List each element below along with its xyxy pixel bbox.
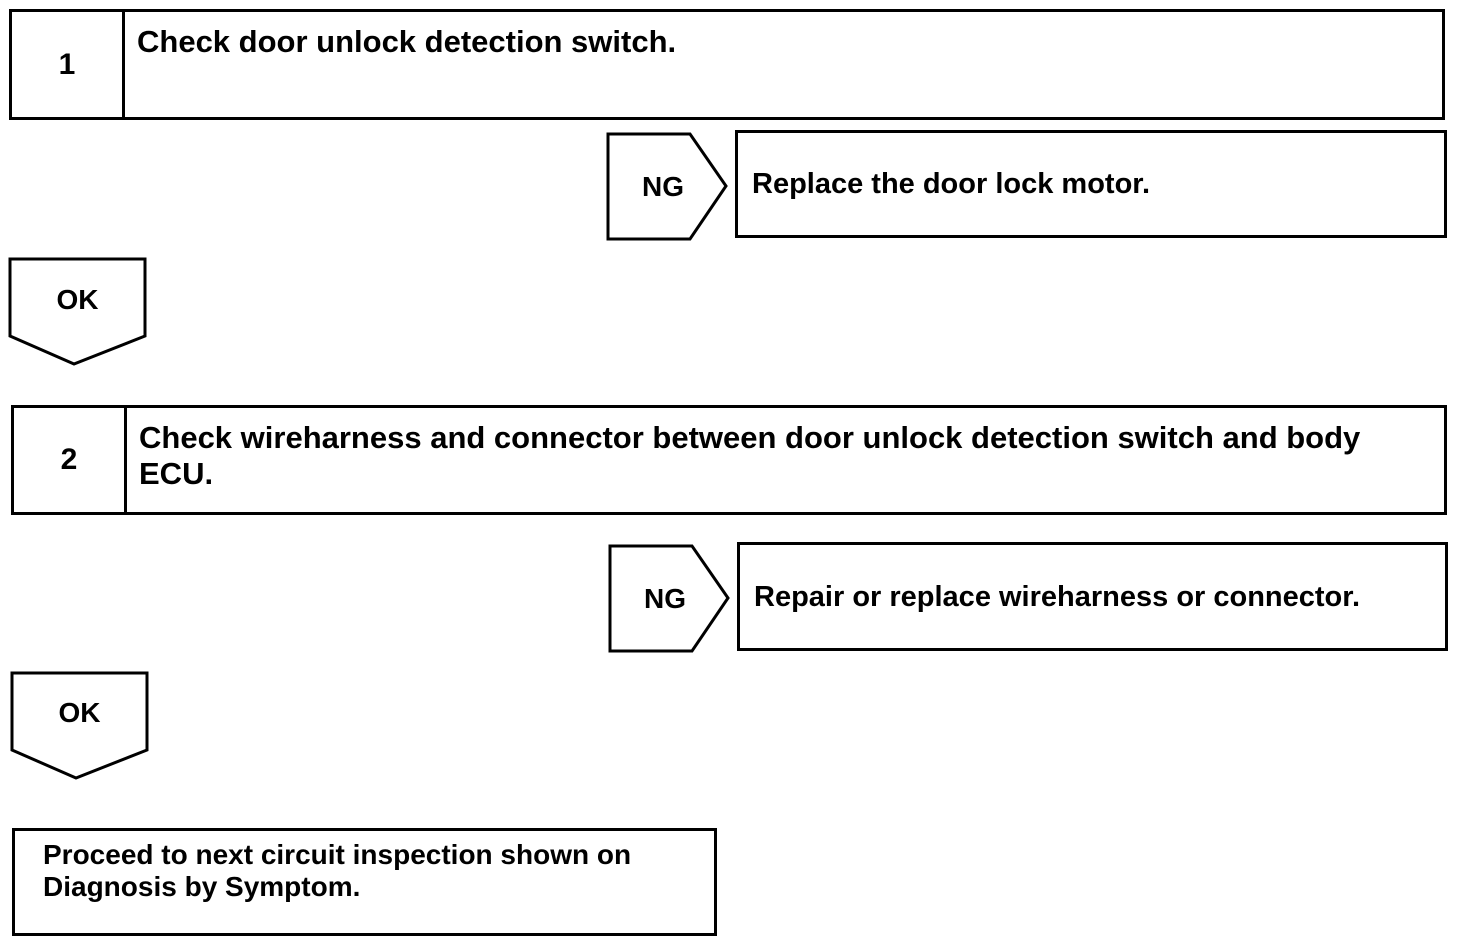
ng-1-result-box: Replace the door lock motor. — [735, 130, 1447, 238]
step-1-number: 1 — [12, 12, 125, 117]
ok-1-label: OK — [56, 284, 99, 315]
step-2-text: Check wireharness and connector between … — [139, 420, 1361, 491]
ng-1-label: NG — [642, 170, 684, 202]
ok-2-label: OK — [58, 697, 101, 728]
end-text: Proceed to next circuit inspection shown… — [43, 839, 632, 902]
ng-2-result-box: Repair or replace wireharness or connect… — [737, 542, 1448, 651]
step-1-text: Check door unlock detection switch. — [137, 24, 677, 59]
ng-2-result-text: Repair or replace wireharness or connect… — [754, 580, 1361, 613]
step-2-number: 2 — [14, 408, 127, 512]
step-2-box: 2 Check wireharness and connector betwee… — [11, 405, 1447, 515]
end-box: Proceed to next circuit inspection shown… — [12, 828, 717, 936]
step-1-box: 1 Check door unlock detection switch. — [9, 9, 1445, 120]
ng-1-result-text: Replace the door lock motor. — [752, 168, 1151, 200]
ng-2-label: NG — [644, 582, 686, 614]
